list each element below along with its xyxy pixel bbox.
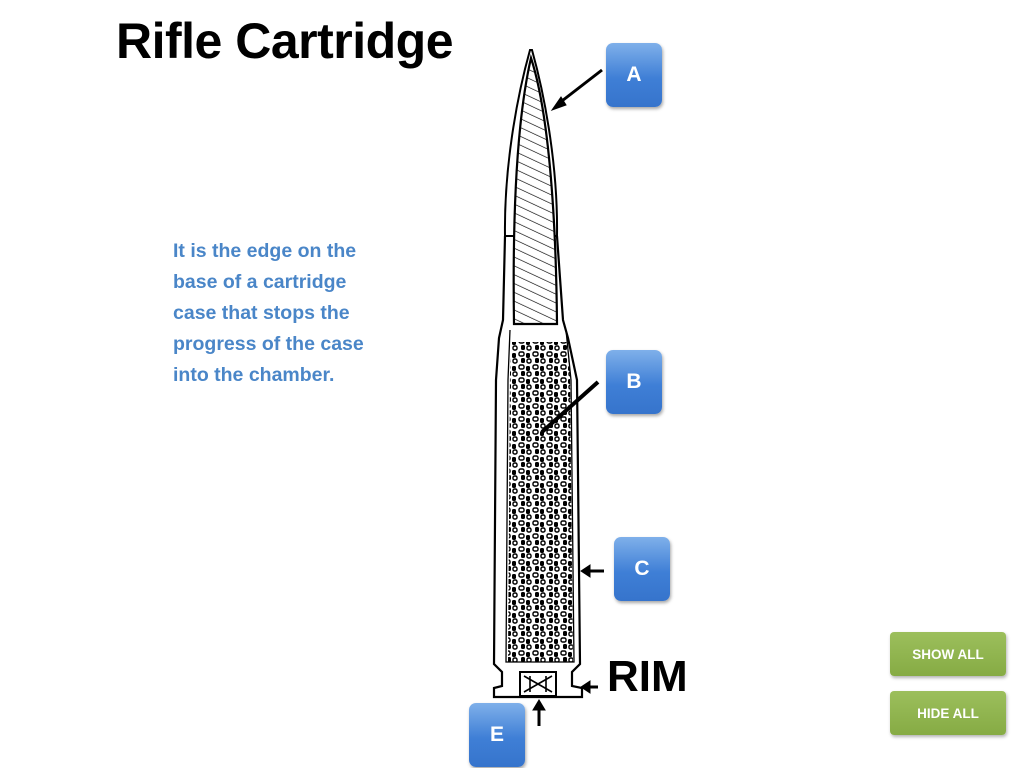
description-line: progress of the case bbox=[173, 333, 364, 355]
rim-label: RIM bbox=[607, 652, 688, 701]
description-line: base of a cartridge bbox=[173, 271, 347, 293]
label-c-button[interactable]: C bbox=[614, 537, 670, 601]
rim-description: It is the edge on the base of a cartridg… bbox=[173, 236, 403, 391]
hide-all-button[interactable]: HIDE ALL bbox=[890, 691, 1006, 735]
primer bbox=[519, 671, 557, 697]
bullet bbox=[503, 49, 559, 326]
description-line: It is the edge on the bbox=[173, 240, 357, 262]
label-e-button[interactable]: E bbox=[469, 703, 525, 767]
description-line: case that stops the bbox=[173, 302, 350, 324]
pointer-arrows bbox=[532, 68, 604, 726]
label-a-button[interactable]: A bbox=[606, 43, 662, 107]
powder-charge bbox=[508, 342, 573, 662]
page-title: Rifle Cartridge bbox=[116, 13, 454, 69]
label-b-button[interactable]: B bbox=[606, 350, 662, 414]
show-all-button[interactable]: SHOW ALL bbox=[890, 632, 1006, 676]
description-line: into the chamber. bbox=[173, 364, 335, 386]
